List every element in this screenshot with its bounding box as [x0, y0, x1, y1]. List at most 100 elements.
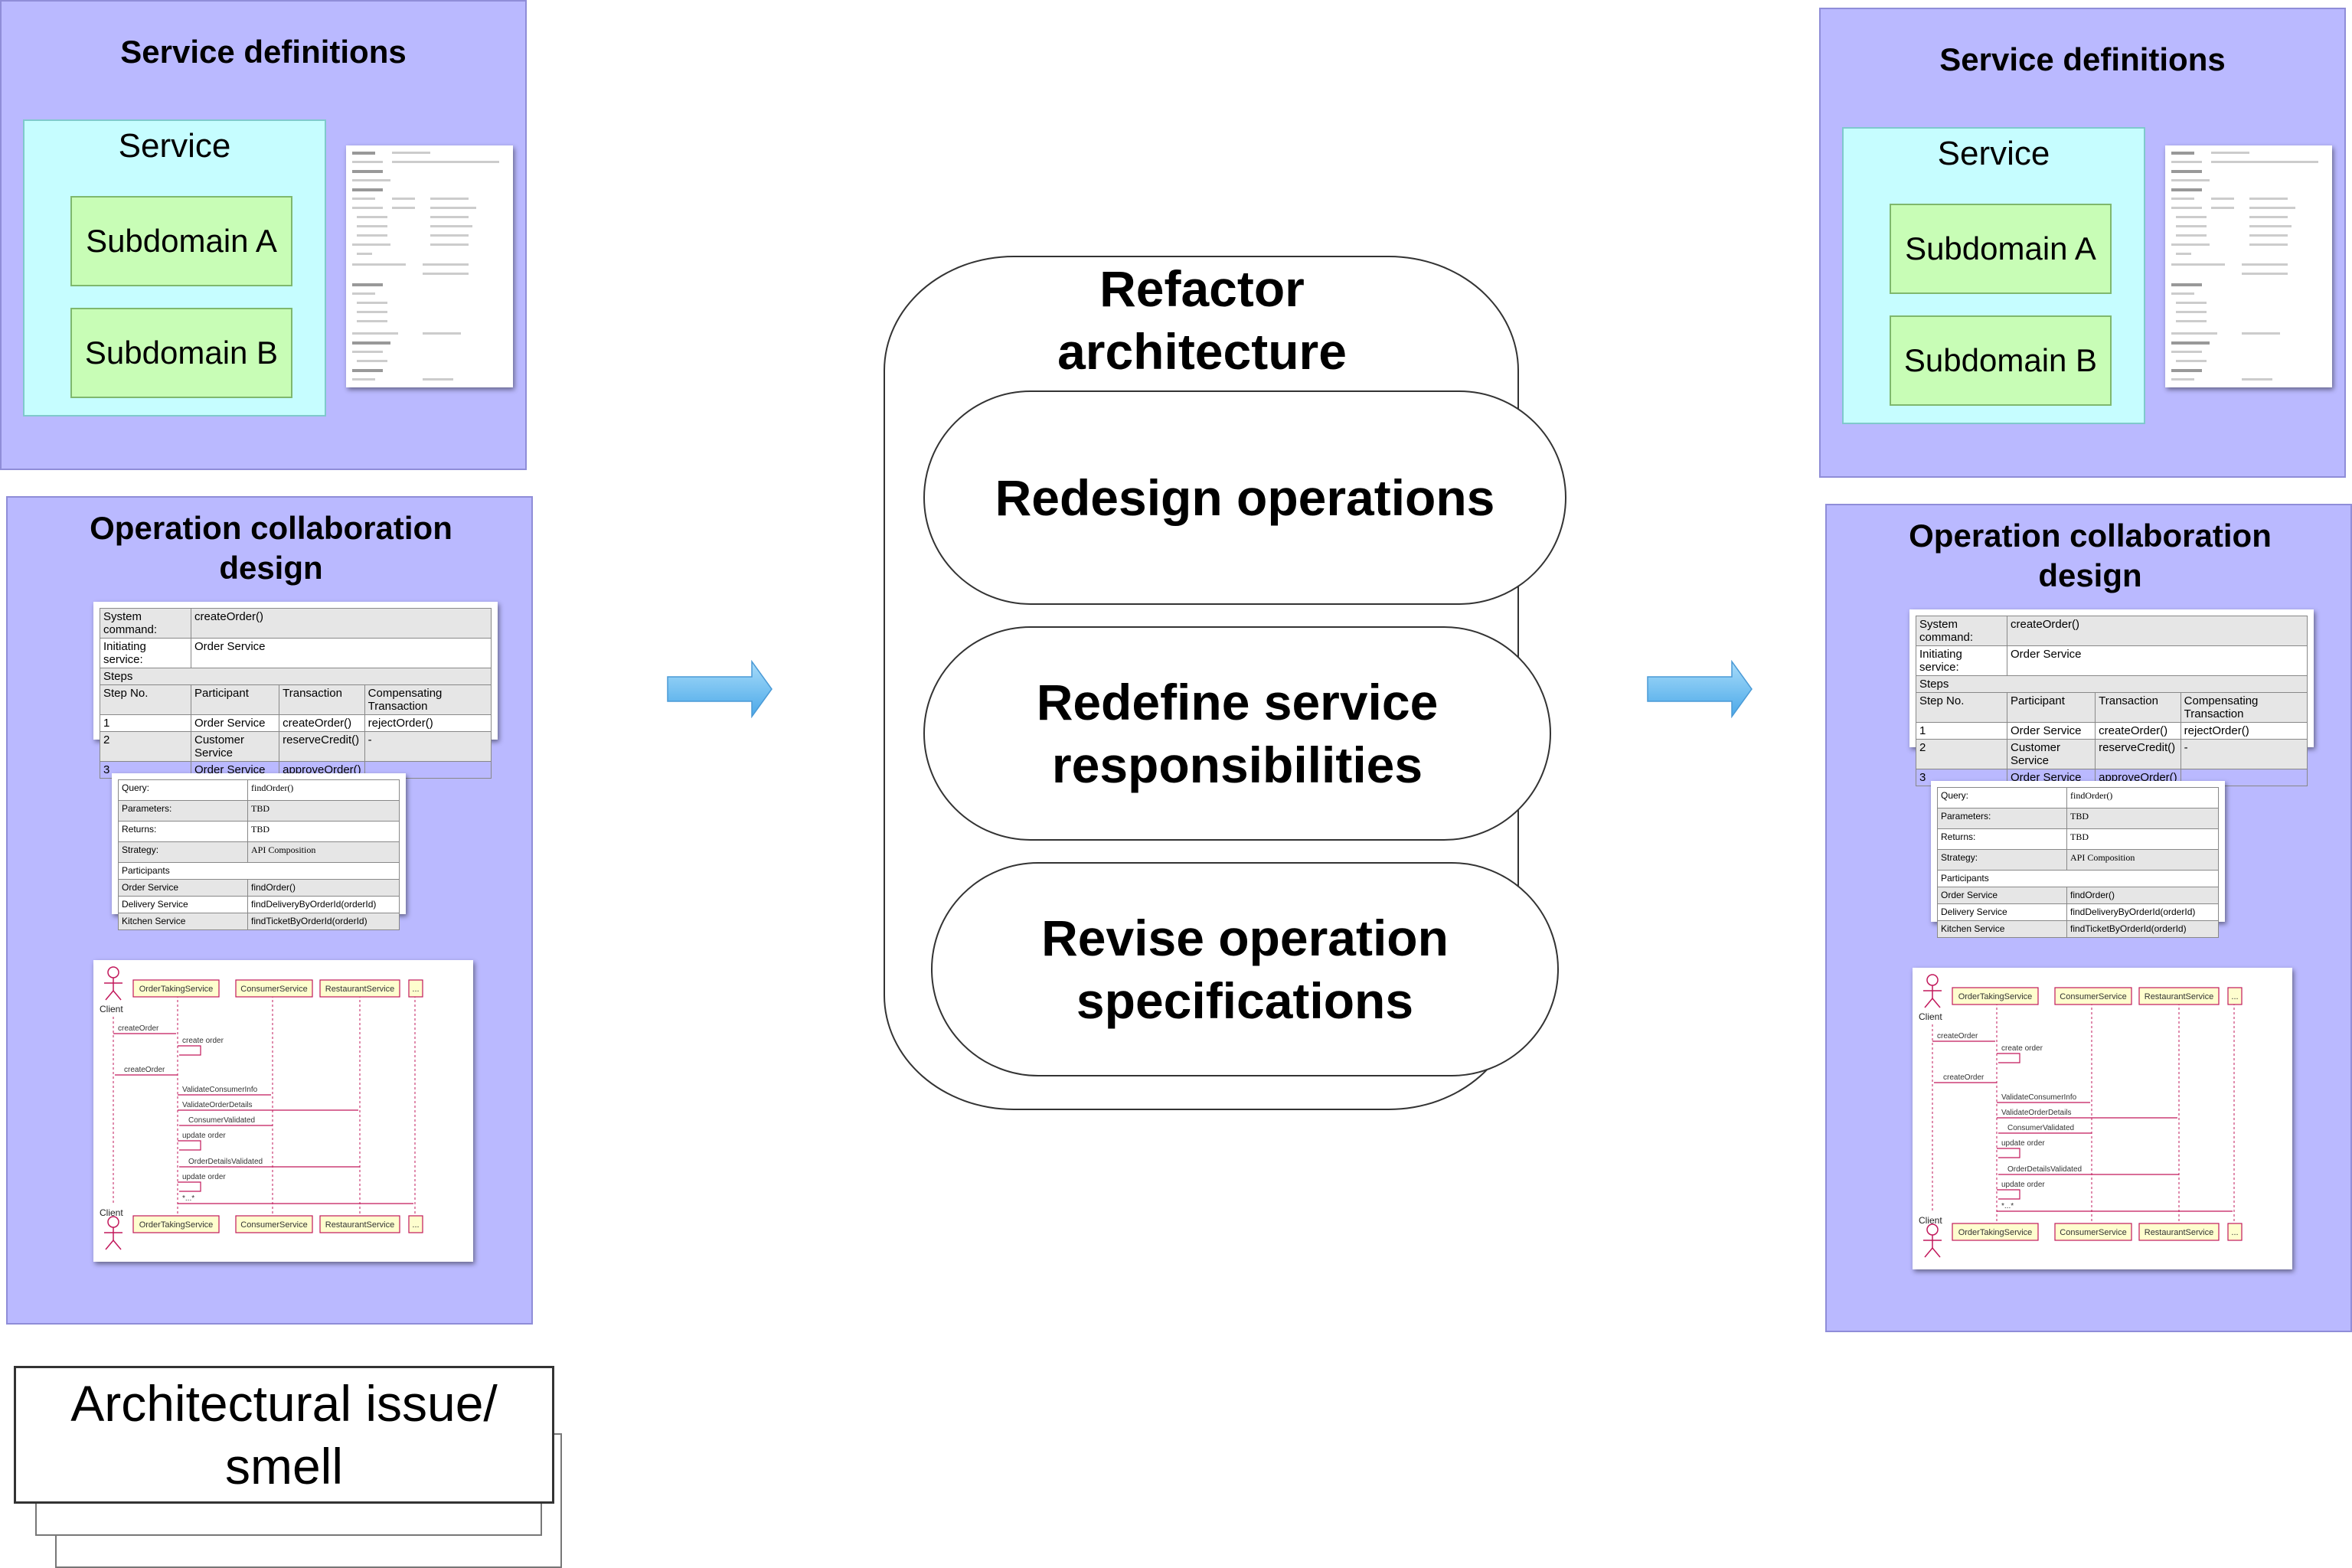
message-label: update order: [182, 1132, 226, 1140]
service-label: Service: [1937, 135, 2050, 172]
participant-label: ConsumerService: [240, 985, 307, 994]
message-label: create order: [2001, 1044, 2043, 1053]
message-label: ValidateConsumerInfo: [2001, 1093, 2077, 1102]
saga-cell: Order Service: [2006, 722, 2096, 740]
saga-header: Step No.: [100, 684, 191, 715]
saga-steps-label: Steps: [100, 668, 492, 685]
query-cell: findTicketByOrderId(orderId): [247, 913, 400, 930]
participant-label: RestaurantService: [325, 1220, 395, 1230]
saga-cell: reserveCredit(): [2095, 739, 2181, 769]
saga-value: Order Service: [191, 638, 492, 668]
saga-value: createOrder(): [191, 608, 492, 639]
participant-label: RestaurantService: [2145, 992, 2214, 1001]
saga-cell: 2: [1916, 739, 2007, 769]
participant-label: ConsumerService: [240, 1220, 307, 1230]
query-label: Parameters:: [118, 800, 248, 822]
saga-cell: 1: [100, 714, 191, 732]
step-revise-operation-specifications: Revise operation specifications: [931, 862, 1559, 1076]
operation-design-title: Operation collaboration design: [1909, 518, 2272, 593]
saga-header: Compensating Transaction: [2180, 692, 2308, 723]
saga-header: Transaction: [279, 684, 365, 715]
message-label: ConsumerValidated: [2007, 1124, 2074, 1132]
actor-label: Client: [100, 1004, 123, 1014]
query-cell: findDeliveryByOrderId(orderId): [2066, 903, 2219, 921]
actor-icon: [1926, 1223, 1939, 1236]
participant-label: ...: [412, 985, 419, 994]
query-value: TBD: [2066, 828, 2219, 850]
actor-label: Client: [1919, 1011, 1942, 1022]
query-label: Returns:: [1937, 828, 2067, 850]
message-label: ValidateOrderDetails: [182, 1101, 253, 1109]
query-cell: findOrder(): [247, 879, 400, 897]
saga-value: Order Service: [2007, 645, 2308, 676]
service-definitions-title: Service definitions: [1939, 41, 2226, 77]
participant-label: OrderTakingService: [139, 1220, 214, 1230]
service-box: Service Subdomain A Subdomain B: [1842, 127, 2145, 424]
query-value: TBD: [247, 821, 400, 842]
actor-label: Client: [1919, 1215, 1942, 1226]
service-definitions-title: Service definitions: [120, 34, 407, 70]
participant-label: ConsumerService: [2060, 1228, 2126, 1237]
after-operation-design-panel: Operation collaboration design System co…: [1825, 504, 2352, 1332]
step-redefine-service-responsibilities: Redefine service responsibilities: [923, 626, 1551, 841]
participant-label: RestaurantService: [325, 985, 395, 994]
saga-steps-label: Steps: [1916, 675, 2308, 693]
before-operation-design-panel: Operation collaboration design System co…: [6, 496, 533, 1325]
saga-header: Compensating Transaction: [364, 684, 492, 715]
actor-icon: [1926, 974, 1939, 986]
query-value: TBD: [247, 800, 400, 822]
saga-cell: rejectOrder(): [2180, 722, 2308, 740]
saga-table: System command:createOrder() Initiating …: [1909, 609, 2314, 786]
service-definition-document-thumbnail: [346, 145, 513, 387]
message-label: ConsumerValidated: [188, 1116, 255, 1125]
saga-cell: rejectOrder(): [364, 714, 492, 732]
saga-cell: Customer Service: [190, 731, 280, 762]
sequence-diagram-svg: Client Client OrderTakingService Consume…: [1919, 974, 2243, 1258]
saga-cell: createOrder(): [2095, 722, 2181, 740]
saga-label: Initiating service:: [1916, 645, 2007, 676]
saga-header: Participant: [2006, 692, 2096, 723]
saga-header: Transaction: [2095, 692, 2181, 723]
query-cell: findTicketByOrderId(orderId): [2066, 920, 2219, 938]
right-arrow-icon: [667, 660, 773, 718]
participant-label: OrderTakingService: [1958, 1228, 2033, 1237]
message-label: *...*: [182, 1194, 194, 1203]
message-label: *...*: [2001, 1202, 2014, 1210]
participant-label: OrderTakingService: [1958, 992, 2033, 1001]
architectural-issue-card: Architectural issue/ smell: [14, 1366, 554, 1504]
message-label: update order: [182, 1173, 226, 1181]
service-label: Service: [118, 127, 231, 165]
saga-cell: 1: [1916, 722, 2007, 740]
message-label: create order: [182, 1037, 224, 1045]
saga-cell: Order Service: [190, 714, 280, 732]
sequence-diagram: Client Client OrderTakingService Consume…: [93, 960, 473, 1262]
message-label: OrderDetailsValidated: [2007, 1165, 2082, 1174]
query-label: Query:: [118, 779, 248, 801]
participant-label: ...: [2231, 992, 2238, 1001]
saga-cell: createOrder(): [279, 714, 365, 732]
actor-label: Client: [100, 1207, 123, 1218]
subdomain-b: Subdomain B: [1890, 315, 2112, 406]
sequence-diagram-svg: Client Client OrderTakingService Consume…: [100, 966, 423, 1250]
query-cell: Delivery Service: [118, 896, 248, 913]
saga-header: Step No.: [1916, 692, 2007, 723]
participant-label: OrderTakingService: [139, 985, 214, 994]
subdomain-b: Subdomain B: [70, 308, 292, 398]
query-table: Query:findOrder() Parameters:TBD Returns…: [1931, 781, 2225, 938]
message-label: createOrder: [124, 1066, 165, 1074]
saga-value: createOrder(): [2007, 616, 2308, 646]
query-cell: findDeliveryByOrderId(orderId): [247, 896, 400, 913]
query-cell: Order Service: [118, 879, 248, 897]
participant-label: RestaurantService: [2145, 1228, 2214, 1237]
message-label: createOrder: [1937, 1032, 1978, 1040]
saga-cell: -: [2180, 739, 2308, 769]
query-participants-label: Participants: [118, 862, 400, 880]
query-value: API Composition: [247, 841, 400, 863]
step-redesign-operations: Redesign operations: [923, 390, 1566, 605]
message-label: createOrder: [118, 1024, 159, 1033]
query-cell: Kitchen Service: [1937, 920, 2067, 938]
query-cell: findOrder(): [2066, 887, 2219, 904]
query-value: API Composition: [2066, 849, 2219, 871]
query-table: Query:findOrder() Parameters:TBD Returns…: [112, 773, 406, 930]
query-value: TBD: [2066, 808, 2219, 829]
